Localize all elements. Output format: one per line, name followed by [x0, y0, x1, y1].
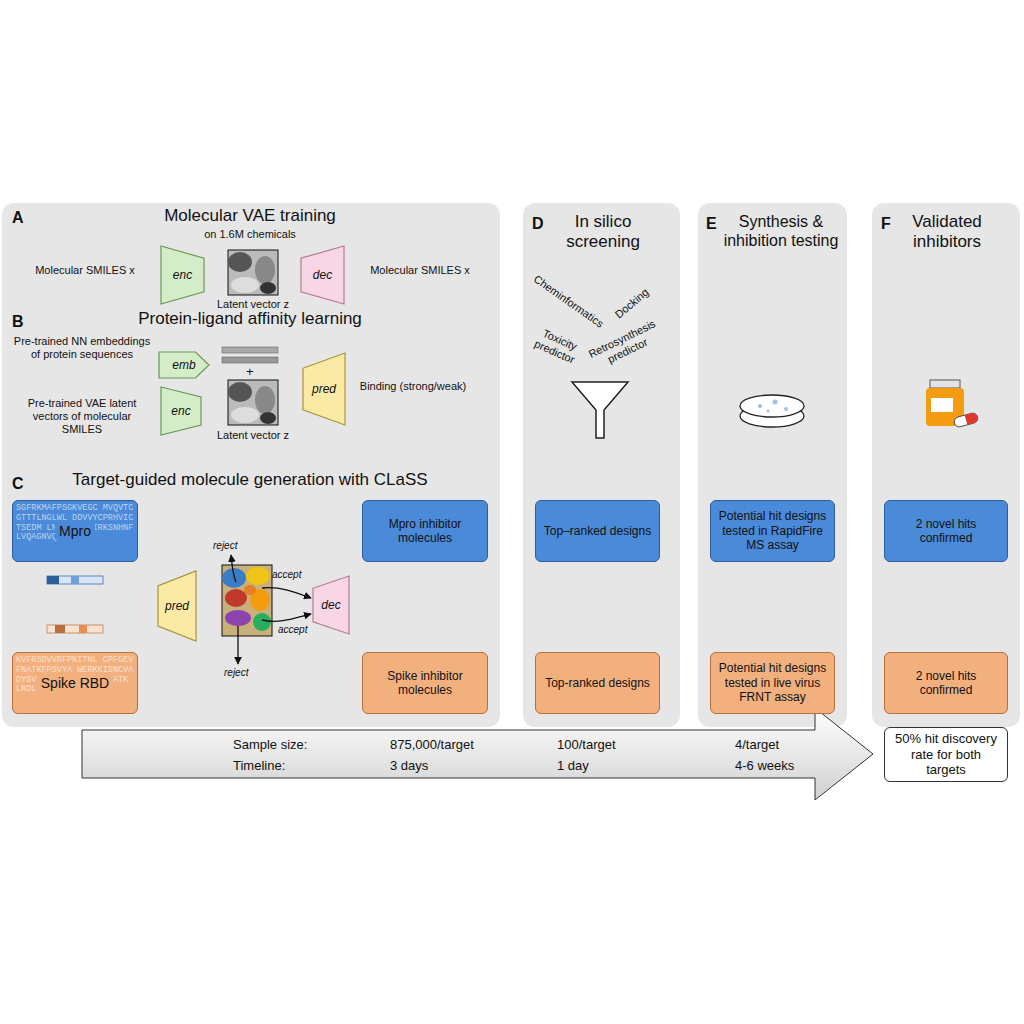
text-line: Top–ranked designs: [544, 524, 651, 538]
result-box: Top-ranked designs: [535, 652, 660, 714]
text-line: Spike inhibitor molecules: [368, 669, 482, 698]
module-label: dec: [305, 245, 340, 305]
panel: FValidated inhibitors 2 novel hits confir…: [872, 203, 1020, 727]
result-box: 2 novel hits confirmed: [884, 500, 1008, 562]
result-box: Top–ranked designs: [535, 500, 660, 562]
box-text: Spike inhibitor molecules: [368, 653, 482, 713]
panel-letter: F: [881, 214, 891, 233]
output-box: Mpro inhibitor molecules: [362, 500, 488, 562]
summary-box: 50% hit discovery rate for both targets: [884, 727, 1008, 782]
encoder-shape: enc: [160, 386, 202, 436]
timeline-text: 4/target: [735, 737, 779, 753]
module-label: pred: [307, 352, 341, 426]
annotation-label: Molecular SMILES x: [20, 264, 150, 277]
text-line: Mpro inhibitor molecules: [368, 517, 482, 546]
text-line: 2 novel hits confirmed: [890, 517, 1002, 546]
module-label: enc: [165, 386, 197, 436]
panel-letter: D: [532, 214, 544, 233]
box-text: Top-ranked designs: [541, 653, 654, 713]
heading-text: Synthesis & inhibition testing: [716, 212, 846, 250]
heading-text: Target-guided molecule generation with C…: [30, 470, 470, 490]
box-text: 2 novel hits confirmed: [890, 501, 1002, 561]
heading-text: Molecular VAE training: [140, 206, 360, 226]
latent-space-map: [222, 565, 272, 636]
timeline-text: 4-6 weeks: [735, 758, 794, 774]
box-text: Potential hit designs tested in live vir…: [716, 653, 829, 713]
decoder-shape: dec: [312, 575, 350, 635]
text-line: dec: [313, 268, 332, 282]
timeline-text: 3 days: [390, 758, 428, 774]
embedding-shape: emb: [158, 351, 210, 379]
module-label: enc: [165, 245, 200, 305]
text-line: pred: [312, 382, 336, 396]
text-line: pred: [165, 599, 189, 613]
annotation-label: Latent vector z: [203, 429, 303, 442]
timeline-text: 100/target: [557, 737, 616, 753]
text-line: Potential hit designs tested in live vir…: [716, 661, 829, 704]
latent-image: [228, 250, 278, 295]
heading-text: Protein-ligand affinity learning: [90, 309, 410, 329]
protein-sequence-box: SGFRKMAFPSGKVEGC MVQVTCGTTTLNGLWL DDVVYC…: [12, 500, 138, 562]
module-label: dec: [317, 575, 345, 635]
text-line: Top-ranked designs: [545, 676, 650, 690]
timeline-arrow: [82, 708, 873, 800]
protein-sequence-box: KVFRSDVVRFPNITNL CPFGEVFNATKFPSVYA WERKK…: [12, 652, 138, 714]
funnel-icon: [572, 382, 628, 438]
timeline-text: 875,000/target: [390, 737, 474, 753]
output-box: Spike inhibitor molecules: [362, 652, 488, 714]
heading-text: Spike RBD: [37, 675, 113, 692]
heading-text: Mpro: [55, 523, 95, 540]
module-label: emb: [163, 351, 205, 379]
heading-text: In silico screening: [548, 212, 658, 253]
pill-bottle: [926, 380, 979, 428]
annotation-label: +: [246, 364, 254, 380]
panel-letter: E: [706, 214, 717, 233]
predictor-shape: pred: [157, 570, 197, 642]
text-line: 2 novel hits confirmed: [890, 669, 1002, 698]
text-line: enc: [171, 404, 190, 418]
panels: [2, 203, 1020, 727]
annotation-label: Molecular SMILES x: [355, 264, 485, 277]
timeline-text: Timeline:: [233, 758, 285, 774]
decoder-shape: dec: [300, 245, 345, 305]
box-text: 50% hit discovery rate for both targets: [890, 728, 1002, 781]
box-text: Potential hit designs tested in RapidFir…: [716, 501, 829, 561]
panel: ESynthesis & inhibition testingPotential…: [698, 203, 847, 727]
predictor-shape: pred: [302, 352, 346, 426]
annotation-label: reject: [224, 667, 248, 679]
encoder-shape: enc: [160, 245, 205, 305]
annotation-label: Pre-trained NN embeddings of protein seq…: [12, 335, 152, 361]
result-box: Potential hit designs tested in live vir…: [710, 652, 835, 714]
annotation-label: accept: [278, 624, 307, 636]
latent-image: [228, 380, 278, 425]
timeline-text: Sample size:: [233, 737, 307, 753]
annotation-label: Latent vector z: [203, 298, 303, 311]
heading-text: Validated inhibitors: [892, 212, 1002, 253]
text-line: 50% hit discovery rate for both targets: [890, 731, 1002, 778]
annotation-label: reject: [213, 540, 237, 552]
text-line: enc: [173, 268, 192, 282]
module-label: pred: [162, 570, 192, 642]
result-box: Potential hit designs tested in RapidFir…: [710, 500, 835, 562]
annotation-label: accept: [272, 569, 301, 581]
petri-dish: [740, 395, 804, 427]
box-text: Mpro inhibitor molecules: [368, 501, 482, 561]
timeline-text: 1 day: [557, 758, 589, 774]
heading-text: on 1.6M chemicals: [140, 228, 360, 241]
annotation-label: Binding (strong/weak): [358, 380, 468, 393]
box-text: Top–ranked designs: [541, 501, 654, 561]
text-line: dec: [321, 598, 340, 612]
panel-letter: B: [12, 312, 24, 331]
annotation-label: Pre-trained VAE latent vectors of molecu…: [12, 397, 152, 437]
panel: A Molecular VAE training on 1.6M chemicals…: [2, 203, 500, 727]
accept-reject-arrows: [231, 555, 311, 664]
box-text: 2 novel hits confirmed: [890, 653, 1002, 713]
panel-letter: A: [12, 208, 24, 227]
panel-letter: C: [12, 474, 24, 493]
text-line: Potential hit designs tested in RapidFir…: [716, 509, 829, 552]
result-box: 2 novel hits confirmed: [884, 652, 1008, 714]
text-line: emb: [172, 358, 195, 372]
